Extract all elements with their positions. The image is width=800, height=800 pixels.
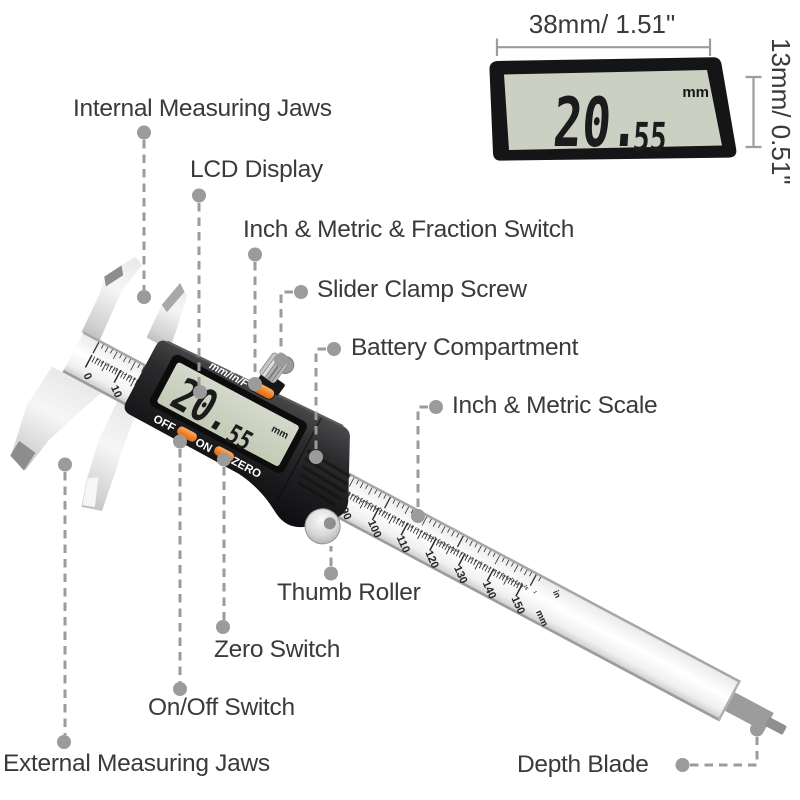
callout-lcd-display: LCD Display bbox=[190, 156, 323, 183]
svg-text:5: 5 bbox=[113, 367, 119, 372]
svg-text:11: 11 bbox=[432, 536, 439, 543]
svg-text:8: 8 bbox=[127, 374, 133, 379]
internal-jaw-moving bbox=[146, 282, 188, 350]
callout-inch-metric-fraction-switch: Inch & Metric & Fraction Switch bbox=[243, 216, 575, 243]
svg-text:10: 10 bbox=[108, 384, 124, 400]
svg-text:0: 0 bbox=[81, 371, 94, 381]
svg-text:5: 5 bbox=[455, 549, 461, 554]
svg-text:7: 7 bbox=[122, 372, 128, 377]
svg-text:13: 13 bbox=[514, 579, 521, 586]
callout-inch-metric-scale: Inch & Metric Scale bbox=[452, 392, 658, 419]
svg-text:14: 14 bbox=[445, 543, 452, 550]
callout-thumb-roller: Thumb Roller bbox=[277, 579, 421, 606]
svg-text:13: 13 bbox=[368, 502, 375, 509]
leader-slider-clamp-screw bbox=[279, 290, 293, 353]
external-jaw-moving bbox=[81, 401, 137, 511]
svg-text:12: 12 bbox=[436, 538, 443, 545]
svg-text:10: 10 bbox=[354, 494, 361, 501]
width-dimension-line bbox=[495, 38, 712, 56]
svg-text:7: 7 bbox=[414, 527, 420, 532]
caliper-illustration: 1234567891011121314151123456789101112131… bbox=[10, 256, 787, 735]
svg-text:1: 1 bbox=[532, 590, 538, 595]
svg-text:5: 5 bbox=[478, 561, 484, 566]
svg-text:10: 10 bbox=[427, 533, 434, 540]
svg-text:2: 2 bbox=[391, 515, 397, 520]
height-dimension-line bbox=[745, 75, 762, 149]
inset-width-label: 38mm/ 1.51" bbox=[529, 9, 676, 39]
internal-jaw-fixed bbox=[81, 256, 143, 342]
thumb-roller-part bbox=[304, 508, 341, 545]
svg-text:9: 9 bbox=[423, 532, 429, 537]
callout-depth-blade: Depth Blade bbox=[517, 751, 649, 778]
svg-text:3: 3 bbox=[469, 556, 475, 561]
svg-text:6: 6 bbox=[118, 370, 124, 375]
svg-text:15: 15 bbox=[377, 506, 384, 513]
svg-text:6: 6 bbox=[409, 525, 415, 530]
svg-text:12: 12 bbox=[509, 577, 516, 584]
svg-text:15: 15 bbox=[523, 584, 530, 591]
svg-text:1: 1 bbox=[459, 551, 465, 556]
inch-unit-label: in bbox=[551, 588, 563, 599]
svg-text:11: 11 bbox=[505, 574, 512, 581]
callout-zero-switch: Zero Switch bbox=[214, 636, 341, 663]
callout-internal-measuring-jaws: Internal Measuring Jaws bbox=[73, 95, 332, 122]
svg-text:9: 9 bbox=[350, 493, 356, 498]
svg-text:10: 10 bbox=[500, 572, 507, 579]
svg-text:6: 6 bbox=[482, 563, 488, 568]
callout-slider-clamp-screw: Slider Clamp Screw bbox=[317, 276, 527, 303]
inset-height-label: 13mm/ 0.51" bbox=[766, 38, 796, 185]
leader-depth-blade bbox=[690, 737, 759, 767]
inset-lcd-value: 20. bbox=[551, 82, 643, 162]
inset-lcd-unit: mm bbox=[682, 84, 709, 101]
svg-text:5: 5 bbox=[405, 522, 411, 527]
svg-text:7: 7 bbox=[487, 566, 493, 571]
callout-battery-compartment: Battery Compartment bbox=[351, 334, 579, 361]
callout-external-measuring-jaws: External Measuring Jaws bbox=[3, 750, 270, 777]
svg-text:8: 8 bbox=[491, 568, 497, 573]
external-jaw-fixed bbox=[10, 366, 102, 471]
leader-dots bbox=[57, 125, 764, 772]
leader-lines bbox=[63, 140, 759, 767]
svg-text:3: 3 bbox=[104, 362, 110, 367]
leader-inch-metric-scale bbox=[416, 405, 428, 509]
leader-battery-compartment bbox=[314, 347, 326, 450]
inset-lcd-screen bbox=[504, 70, 722, 150]
lcd-inset: 20. 55 mm 38mm/ 1.51" 13mm/ 0.51" bbox=[489, 9, 796, 185]
svg-text:11: 11 bbox=[359, 497, 366, 504]
inset-lcd-decimals: 55 bbox=[631, 115, 668, 161]
svg-text:4: 4 bbox=[382, 510, 388, 515]
depth-blade-part bbox=[717, 688, 787, 735]
callout-on-off-switch: On/Off Switch bbox=[148, 694, 295, 721]
svg-text:1: 1 bbox=[95, 357, 101, 362]
svg-text:4: 4 bbox=[400, 520, 406, 525]
